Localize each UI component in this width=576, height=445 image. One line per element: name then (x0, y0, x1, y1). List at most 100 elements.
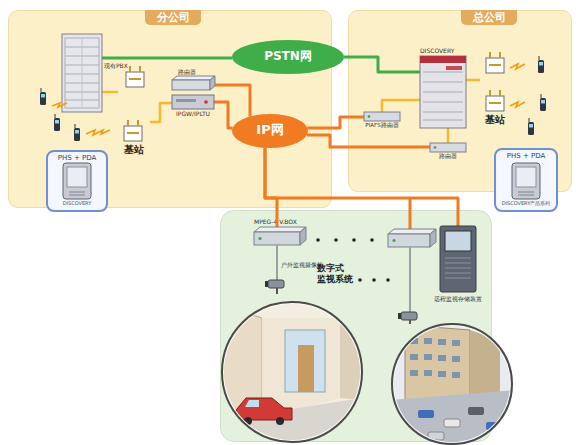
parking-scene-part-part-part (452, 372, 460, 378)
region-title: 分公司 (145, 10, 201, 25)
parking-scene-part-part (392, 390, 515, 445)
parking-scene-part-part-part (410, 370, 418, 376)
mobile-phone (54, 114, 60, 131)
ellipsis-dots (316, 238, 390, 282)
network-cloud-shape (232, 40, 344, 74)
mobile-phone-part (41, 88, 42, 92)
parking-scene-part-part (486, 422, 502, 430)
gateway-device-part (204, 100, 208, 104)
base-station: 基站 (118, 68, 150, 156)
parking-scene-part-part-part (424, 370, 432, 376)
ellipsis-dots-part (316, 238, 320, 242)
parking-scene-part-part-part (410, 338, 418, 344)
base-station-icon (486, 90, 504, 111)
network-link (466, 79, 480, 82)
surveillance-region: 数字式 监视系统MPEG-4 V.BOX远程监视存储装置 (220, 210, 492, 442)
router-device: 路由器 (172, 80, 210, 90)
network-name: IP网 (232, 122, 308, 138)
router-device-part (172, 80, 210, 90)
network-name: PSTN网 (232, 49, 344, 63)
pda-device-part (69, 192, 85, 195)
mobile-phone-part (539, 62, 543, 66)
network-drop (409, 198, 412, 229)
pbx-rack-part (65, 38, 99, 108)
mobile-phone-part (529, 124, 533, 128)
mobile-phone-part (75, 124, 76, 128)
entrance-scene-part-part (276, 417, 284, 425)
base-station: 基站 (480, 54, 510, 128)
mobile-phone-part (528, 122, 534, 135)
terminal-box: PHS + PDADISCOVERY (46, 150, 108, 212)
video-encoder-box (254, 227, 306, 245)
video-encoder-box (388, 229, 436, 247)
network-link (307, 117, 364, 128)
network-link (265, 148, 277, 232)
video-encoder-box-part (388, 229, 436, 234)
entrance-scene-part (220, 300, 370, 445)
entrance-scene-part-part (285, 330, 325, 392)
surveillance-camera (265, 280, 284, 294)
entrance-scene-part-part (262, 318, 340, 420)
device-label: 路由器 (430, 153, 466, 160)
mobile-phone-part (74, 128, 80, 141)
router-device-part (364, 112, 400, 121)
device-label: 路由器 (178, 68, 208, 75)
parking-scene-part-part (405, 325, 470, 400)
mobile-phone-part (55, 120, 59, 124)
surveillance-camera-part (401, 312, 417, 320)
router-device-part (430, 143, 466, 152)
pda-device (512, 163, 540, 199)
entrance-scene-part-part (245, 400, 259, 407)
mobile-phone-part (529, 118, 530, 122)
network-link (102, 91, 118, 94)
pstn-network: PSTN网 (232, 40, 344, 74)
discovery-rack: DISCOVERY (420, 56, 466, 128)
parking-scene-part-part-part (452, 356, 460, 362)
parking-scene-part-part (418, 410, 434, 418)
ip-network: IP网 (232, 114, 308, 148)
pda-device-part (512, 163, 540, 199)
base-station-icon (126, 66, 144, 87)
gateway-device-part (176, 99, 196, 102)
ellipsis-dots-part (358, 278, 362, 282)
entrance-scene (220, 300, 370, 445)
parking-scene (390, 322, 515, 445)
mobile-phone (40, 88, 46, 105)
mobile-phone-part (541, 100, 545, 104)
surveillance-camera-part (409, 320, 411, 324)
parking-scene-part-part (470, 330, 500, 395)
parking-scene-part-part-part (410, 354, 418, 360)
device-label: DISCOVERY (420, 47, 466, 54)
storage-server-part (445, 258, 471, 278)
ellipsis-dots-part (352, 238, 356, 242)
base-station-icon-part (124, 126, 142, 141)
pda-device-part (63, 163, 91, 199)
video-encoder: MPEG-4 V.BOX (254, 232, 300, 245)
pda-device-part (67, 167, 87, 187)
video-encoder-box-part (388, 234, 430, 247)
base-station-icon-part (126, 72, 144, 87)
box-caption: DISCOVERY (48, 200, 106, 206)
network-link (210, 85, 250, 117)
storage-server (440, 226, 476, 292)
mobile-phone-part (40, 92, 46, 105)
terminal-box: PHS + PDADISCOVERY产品系列 (494, 148, 558, 212)
base-station-icon (124, 120, 142, 141)
device-label: 现有PBX (104, 62, 134, 69)
base-station-icon-part (128, 120, 138, 126)
headquarters-region: 总公司DISCOVERY基站PIAFS路由器路由器PHS + PDADISCOV… (348, 10, 572, 192)
discovery-rack (420, 56, 466, 128)
parking-scene-part-part (428, 432, 444, 440)
parking-scene-part-part-part (438, 371, 446, 377)
surveillance-camera-part (276, 288, 278, 294)
parking-scene-part-part-part (438, 355, 446, 361)
base-station-icon-part (489, 102, 501, 104)
pbx-device: 现有PBX (62, 34, 102, 112)
parking-scene-part-part-part (452, 340, 460, 346)
entrance-scene-part-part (236, 398, 292, 420)
device-label: 远程监视存储装置 (426, 296, 490, 303)
discovery-rack-part (420, 56, 466, 128)
